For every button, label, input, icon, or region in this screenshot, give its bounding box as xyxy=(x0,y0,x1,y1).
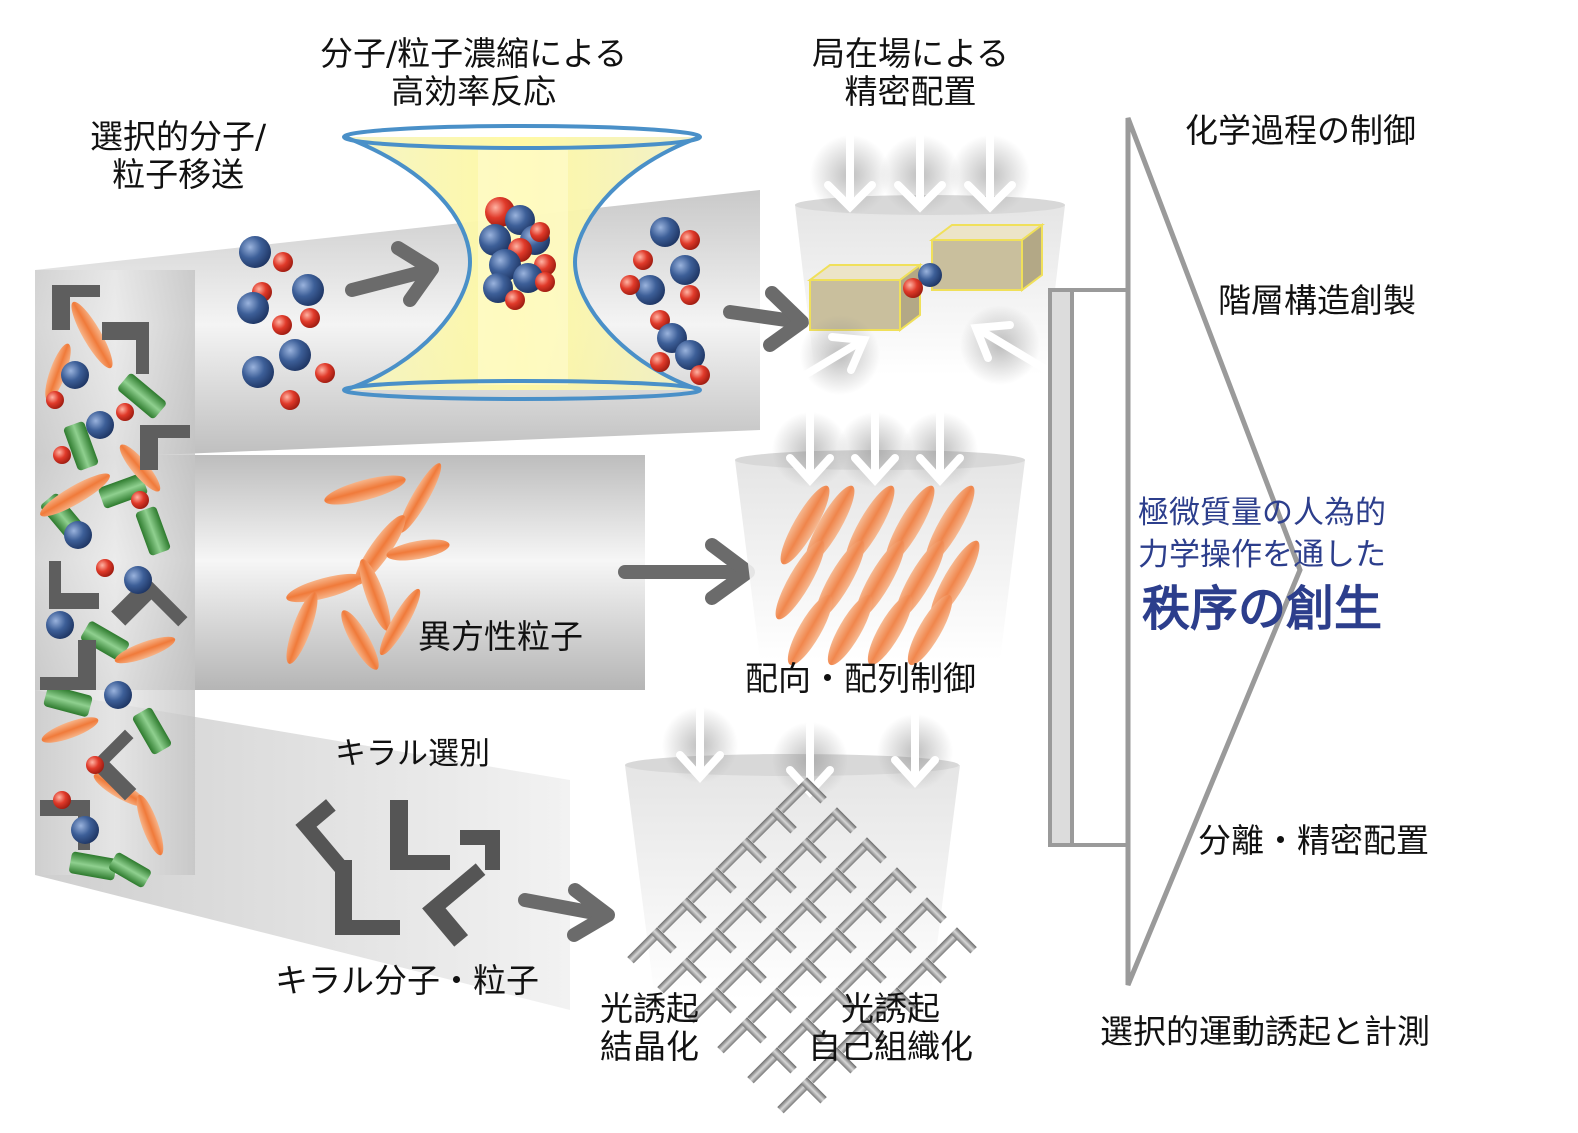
label-orientation: 配向・配列制御 xyxy=(745,659,976,698)
lattice-cell xyxy=(837,957,887,994)
lattice-cell xyxy=(777,1017,827,1054)
arrow-to-localized-field xyxy=(723,286,809,352)
label-localized-field: 局在場による 精密配置 xyxy=(812,34,1010,111)
right-item-separation: 分離・精密配置 xyxy=(1198,821,1429,860)
lattice-cell xyxy=(807,987,857,1024)
lattice-cell xyxy=(717,1017,767,1054)
localized-field-cup xyxy=(795,126,1065,395)
loose-molecules-right xyxy=(620,217,710,385)
mixture-molecules xyxy=(46,361,152,844)
mixture-chiral-shapes xyxy=(40,285,190,850)
lattice-cell xyxy=(747,807,797,844)
crystal-lattice xyxy=(627,777,977,1114)
lattice-cell xyxy=(687,987,737,1024)
crystal-cup xyxy=(625,706,977,1114)
loose-molecules-left xyxy=(237,236,335,410)
lattice-cell xyxy=(807,1047,857,1084)
lattice-cell xyxy=(687,927,737,964)
lattice-cell xyxy=(897,957,947,994)
arrow-to-orientation xyxy=(618,538,755,605)
lattice-cell xyxy=(777,1077,827,1114)
lattice-cell xyxy=(747,927,797,964)
label-chiral-selection: キラル選別 xyxy=(335,736,490,772)
convergence-bracket xyxy=(1048,288,1128,847)
arrow-to-crystal xyxy=(518,883,615,942)
lattice-cell xyxy=(657,897,707,934)
lattice-cell xyxy=(867,867,917,904)
right-item-hierarchy: 階層構造創製 xyxy=(1218,281,1416,320)
orientation-cup xyxy=(735,404,1025,666)
order-creation-message: 極微質量の人為的 力学操作を通した 秩序の創生 xyxy=(1138,495,1386,637)
lattice-cell xyxy=(837,837,887,874)
lattice-cell xyxy=(747,1047,797,1084)
lattice-cell xyxy=(927,927,977,964)
right-item-motion: 選択的運動誘起と計測 xyxy=(1100,1012,1430,1051)
lattice-cell xyxy=(657,957,707,994)
lattice-cell xyxy=(867,927,917,964)
lattice-cell xyxy=(837,1017,887,1054)
lattice-cell xyxy=(627,927,677,964)
lattice-cell xyxy=(717,897,767,934)
label-anisotropic: 異方性粒子 xyxy=(418,617,583,656)
lattice-cell xyxy=(777,777,827,814)
lattice-cell xyxy=(807,867,857,904)
label-photo-crystal: 光誘起 結晶化 xyxy=(600,989,699,1066)
lattice-cell xyxy=(687,867,737,904)
lattice-cell xyxy=(867,987,917,1024)
label-photo-selfassembly: 光誘起 自己組織化 xyxy=(808,989,973,1066)
label-selective-transport: 選択的分子/ 粒子移送 xyxy=(90,117,267,194)
concentrated-molecules xyxy=(479,197,556,310)
lattice-cell xyxy=(717,957,767,994)
lattice-cell xyxy=(747,867,797,904)
lattice-cell xyxy=(807,807,857,844)
lattice-cell xyxy=(837,897,887,934)
label-chiral-molecule: キラル分子・粒子 xyxy=(275,961,539,1000)
chiral-molecule-shapes xyxy=(295,799,500,947)
right-item-chemical: 化学過程の制御 xyxy=(1185,111,1416,150)
lattice-cell xyxy=(777,957,827,994)
arrow-to-trap xyxy=(345,241,439,307)
anisotropic-particles xyxy=(286,463,450,670)
lattice-cell xyxy=(777,837,827,874)
lattice-cell xyxy=(747,987,797,1024)
lattice-cell xyxy=(897,897,947,934)
lattice-cell xyxy=(717,837,767,874)
lattice-cell xyxy=(807,927,857,964)
label-concentration: 分子/粒子濃縮による 高効率反応 xyxy=(320,34,628,111)
lattice-cell xyxy=(777,897,827,934)
band-top xyxy=(35,190,760,460)
